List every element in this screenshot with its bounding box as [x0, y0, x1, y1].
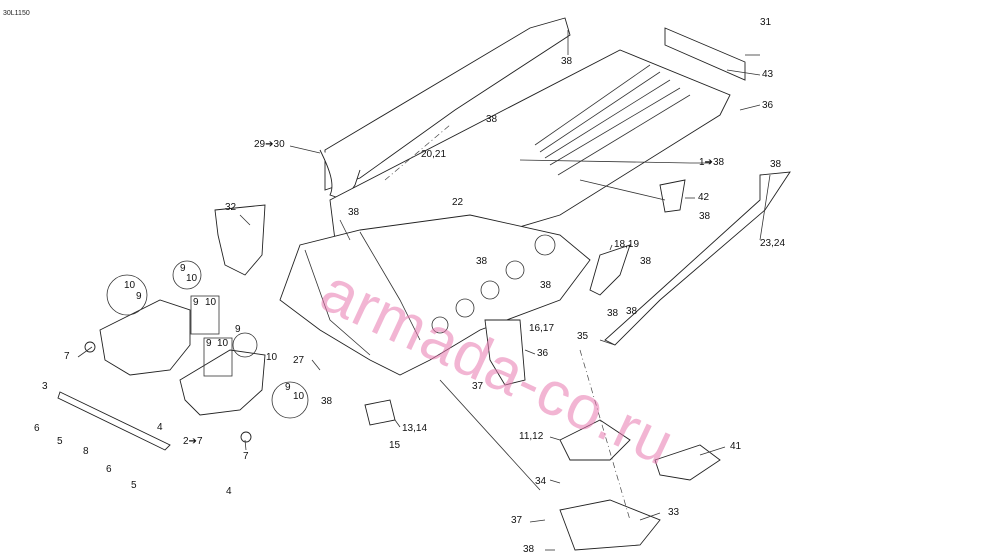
- callout-10: 10: [124, 280, 136, 291]
- callout-4: 4: [226, 486, 232, 497]
- callout-7: 7: [64, 351, 70, 362]
- callout-37: 37: [472, 381, 484, 392]
- callout-15: 15: [389, 440, 401, 451]
- callout-38: 38: [348, 207, 360, 218]
- callout-33: 33: [668, 507, 680, 518]
- callout-38: 38: [561, 56, 573, 67]
- callout-38: 38: [540, 280, 552, 291]
- callout-38: 38: [626, 306, 638, 317]
- hardware-group-boxes: [106, 260, 309, 419]
- callout-38: 38: [523, 544, 535, 555]
- leader-lines: [77, 30, 771, 551]
- callout-16-17: 16,17: [529, 323, 555, 334]
- callout-31: 31: [760, 17, 772, 28]
- callout-1-38: 1➔38: [699, 157, 725, 168]
- callout-7: 7: [243, 451, 249, 462]
- page-code: 30L1150: [3, 10, 30, 17]
- callout-22: 22: [452, 197, 464, 208]
- callout-34: 34: [535, 476, 547, 487]
- callout-9: 9: [206, 338, 212, 349]
- callout-41: 41: [730, 441, 742, 452]
- callout-4: 4: [157, 422, 163, 433]
- callout-10: 10: [186, 273, 198, 284]
- callout-38: 38: [640, 256, 652, 267]
- callout-6: 6: [106, 464, 112, 475]
- callout-10: 10: [293, 391, 305, 402]
- callout-38: 38: [321, 396, 333, 407]
- callout-36: 36: [762, 100, 774, 111]
- callout-9: 9: [235, 324, 241, 335]
- callout-29-30: 29➔30: [254, 139, 285, 150]
- callout-18-19: 18,19: [614, 239, 640, 250]
- callout-10: 10: [205, 297, 217, 308]
- callout-3: 3: [42, 381, 48, 392]
- callout-38: 38: [607, 308, 619, 319]
- callout-23-24: 23,24: [760, 238, 786, 249]
- callout-6: 6: [34, 423, 40, 434]
- callout-9: 9: [193, 297, 199, 308]
- callout-38: 38: [486, 114, 498, 125]
- callout-9: 9: [180, 263, 186, 274]
- callout-10: 10: [217, 338, 229, 349]
- callout-32: 32: [225, 202, 237, 213]
- callout-2-7: 2➔7: [183, 436, 203, 447]
- callout-9: 9: [285, 382, 291, 393]
- front-suspension-parts: [57, 204, 266, 451]
- callout-20-21: 20,21: [421, 149, 447, 160]
- right-side-parts: [364, 171, 791, 551]
- callout-5: 5: [57, 436, 63, 447]
- callout-8: 8: [83, 446, 89, 457]
- callout-43: 43: [762, 69, 774, 80]
- callout-35: 35: [577, 331, 589, 342]
- callout-11-12: 11,12: [519, 431, 544, 442]
- callout-10: 10: [266, 352, 278, 363]
- callout-38: 38: [770, 159, 782, 170]
- chassis-frame: [279, 214, 591, 376]
- callout-9: 9: [136, 291, 142, 302]
- callout-5: 5: [131, 480, 137, 491]
- callout-38: 38: [476, 256, 488, 267]
- callout-42: 42: [698, 192, 710, 203]
- callout-38: 38: [699, 211, 711, 222]
- callout-13-14: 13,14: [402, 423, 428, 434]
- callout-27: 27: [293, 355, 305, 366]
- callout-36: 36: [537, 348, 549, 359]
- callout-37: 37: [511, 515, 523, 526]
